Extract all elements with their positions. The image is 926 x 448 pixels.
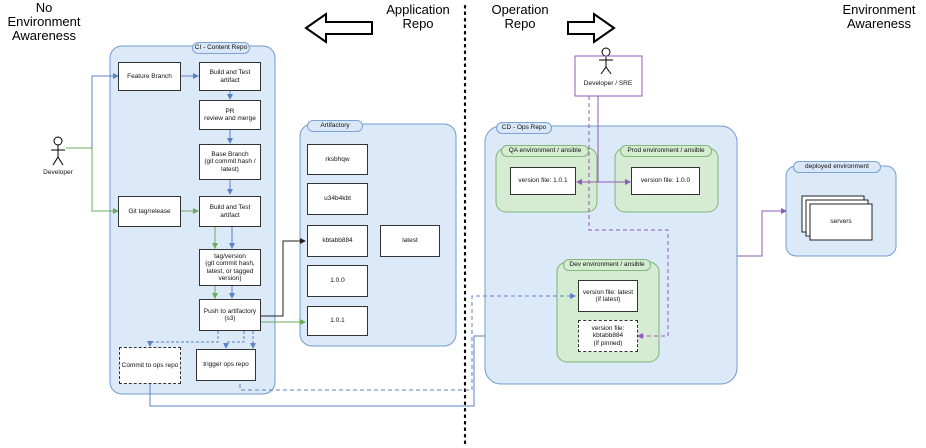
- artifact-item: 1.0.0: [307, 265, 368, 297]
- trigger-ops-node: trigger ops repo: [196, 349, 256, 381]
- dev-version-pinned: version file: kbtabb884 (if pinned): [578, 320, 638, 352]
- deployed-tab: deployed environment: [793, 161, 881, 173]
- artifact-item: rksbhqw: [307, 144, 368, 175]
- commit-ops-node: Commit to ops repo: [119, 347, 181, 384]
- server-front: [809, 203, 873, 241]
- artifact-item: kbtabb884: [307, 225, 368, 257]
- build-test-node-2: Build and Test artifact: [199, 196, 261, 227]
- prod-tab: Prod environment / ansible: [620, 145, 712, 157]
- left-arrow-icon: [304, 12, 373, 44]
- artifact-item: 1.0.1: [307, 306, 368, 336]
- qa-tab: QA environment / ansible: [501, 145, 589, 157]
- dev-version-latest: version file: latest (if latest): [578, 280, 638, 312]
- heading-op-repo: Operation Repo: [491, 2, 549, 31]
- cd-tab: CD - Ops Repo: [496, 122, 552, 134]
- developer-icon: [51, 136, 65, 166]
- heading-app-repo: Application Repo: [386, 2, 450, 31]
- pr-node: PR review and merge: [199, 100, 261, 130]
- git-tag-node: Git tag/release: [118, 196, 181, 227]
- base-branch-node: Base Branch (git commit hash / latest): [199, 144, 261, 180]
- servers-label: servers: [830, 218, 852, 225]
- qa-version-file: version file: 1.0.1: [510, 167, 576, 195]
- dev-tab: Dev environment / ansible: [563, 259, 651, 271]
- sre-label: Developer / SRE: [583, 80, 633, 87]
- feature-branch-node: Feature Branch: [118, 62, 181, 91]
- build-test-node-1: Build and Test artifact: [199, 62, 261, 91]
- heading-env: Environment Awareness: [842, 2, 916, 31]
- ci-tab: CI - Content Repo: [192, 42, 250, 54]
- sre-icon: [599, 47, 613, 75]
- right-arrow-icon: [567, 12, 616, 44]
- artifact-item: u34b4kbt: [307, 183, 368, 215]
- prod-version-file: version file: 1.0.0: [631, 167, 700, 195]
- push-node: Push to artifactory (s3): [199, 299, 261, 331]
- developer-label: Developer: [43, 169, 73, 176]
- heading-no-env: No Environment Awareness: [7, 0, 81, 43]
- artifact-latest: latest: [380, 225, 440, 257]
- tag-version-node: tag/version (git commit hash, latest, or…: [199, 249, 261, 286]
- artifactory-tab: Artifactory: [307, 120, 363, 132]
